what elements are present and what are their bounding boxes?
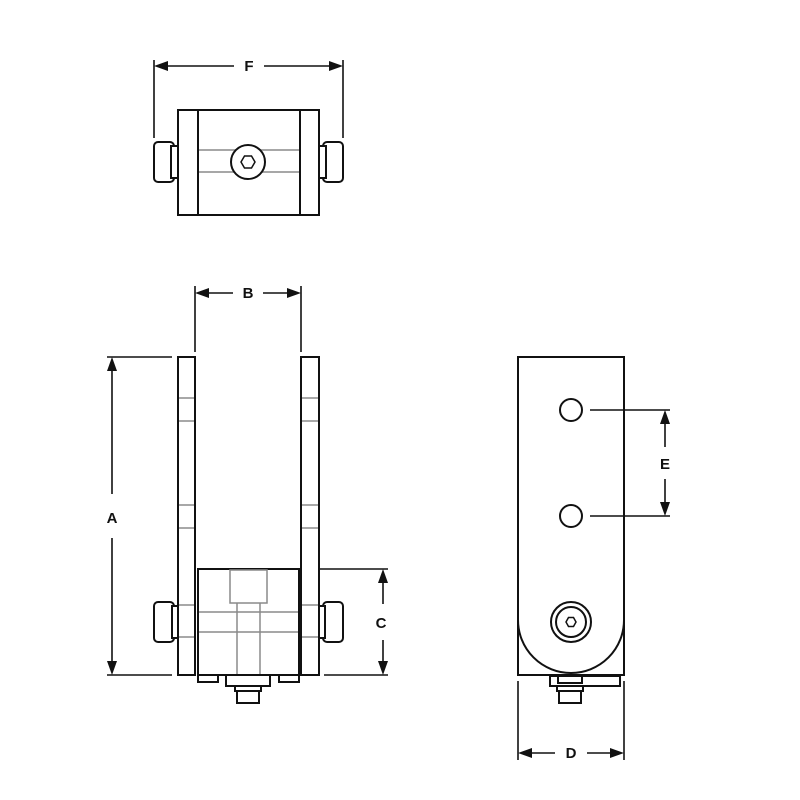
left-plate [177,356,196,676]
left-knob-collar [171,605,179,639]
block-hidden-lines [199,569,298,674]
top-view: F [153,58,344,216]
dimension-label-a: A [107,510,118,527]
right-foot [278,674,300,683]
dimension-b: B [194,285,302,352]
dimension-label-d: D [566,745,577,762]
dimension-label-e: E [660,456,670,473]
hex-socket-icon [240,155,256,169]
mounting-hole-top [559,398,583,422]
front-view: B A C [107,285,388,704]
plate-hidden-lines [179,397,318,638]
hex-socket-icon [565,616,577,628]
right-knob-collar [318,145,327,179]
dimension-label-c: C [376,615,387,632]
dimension-a: A [107,356,172,676]
dimension-d: D [517,681,625,762]
center-block [197,568,300,676]
side-bottom-bolt-end [558,690,582,704]
left-plate [177,109,199,216]
bottom-washer [225,674,271,687]
right-plate [299,109,320,216]
left-knob-collar [170,145,179,179]
dimension-label-b: B [243,285,254,302]
right-knob-collar [318,605,326,639]
screw-head-outer [550,601,592,643]
dimension-e: E [590,409,670,517]
rounded-end-arc [517,619,625,674]
right-plate [300,356,320,676]
screw-head-inner [555,606,587,638]
screw-head [230,144,266,180]
dimension-label-f: F [244,58,253,75]
left-foot [197,674,219,683]
dimension-f: F [153,58,344,138]
side-bottom-washer [549,675,621,687]
mounting-hole-bottom [559,504,583,528]
side-bottom-nut [557,675,583,684]
side-view: E D [517,356,670,762]
bottom-bolt-end [236,690,260,704]
